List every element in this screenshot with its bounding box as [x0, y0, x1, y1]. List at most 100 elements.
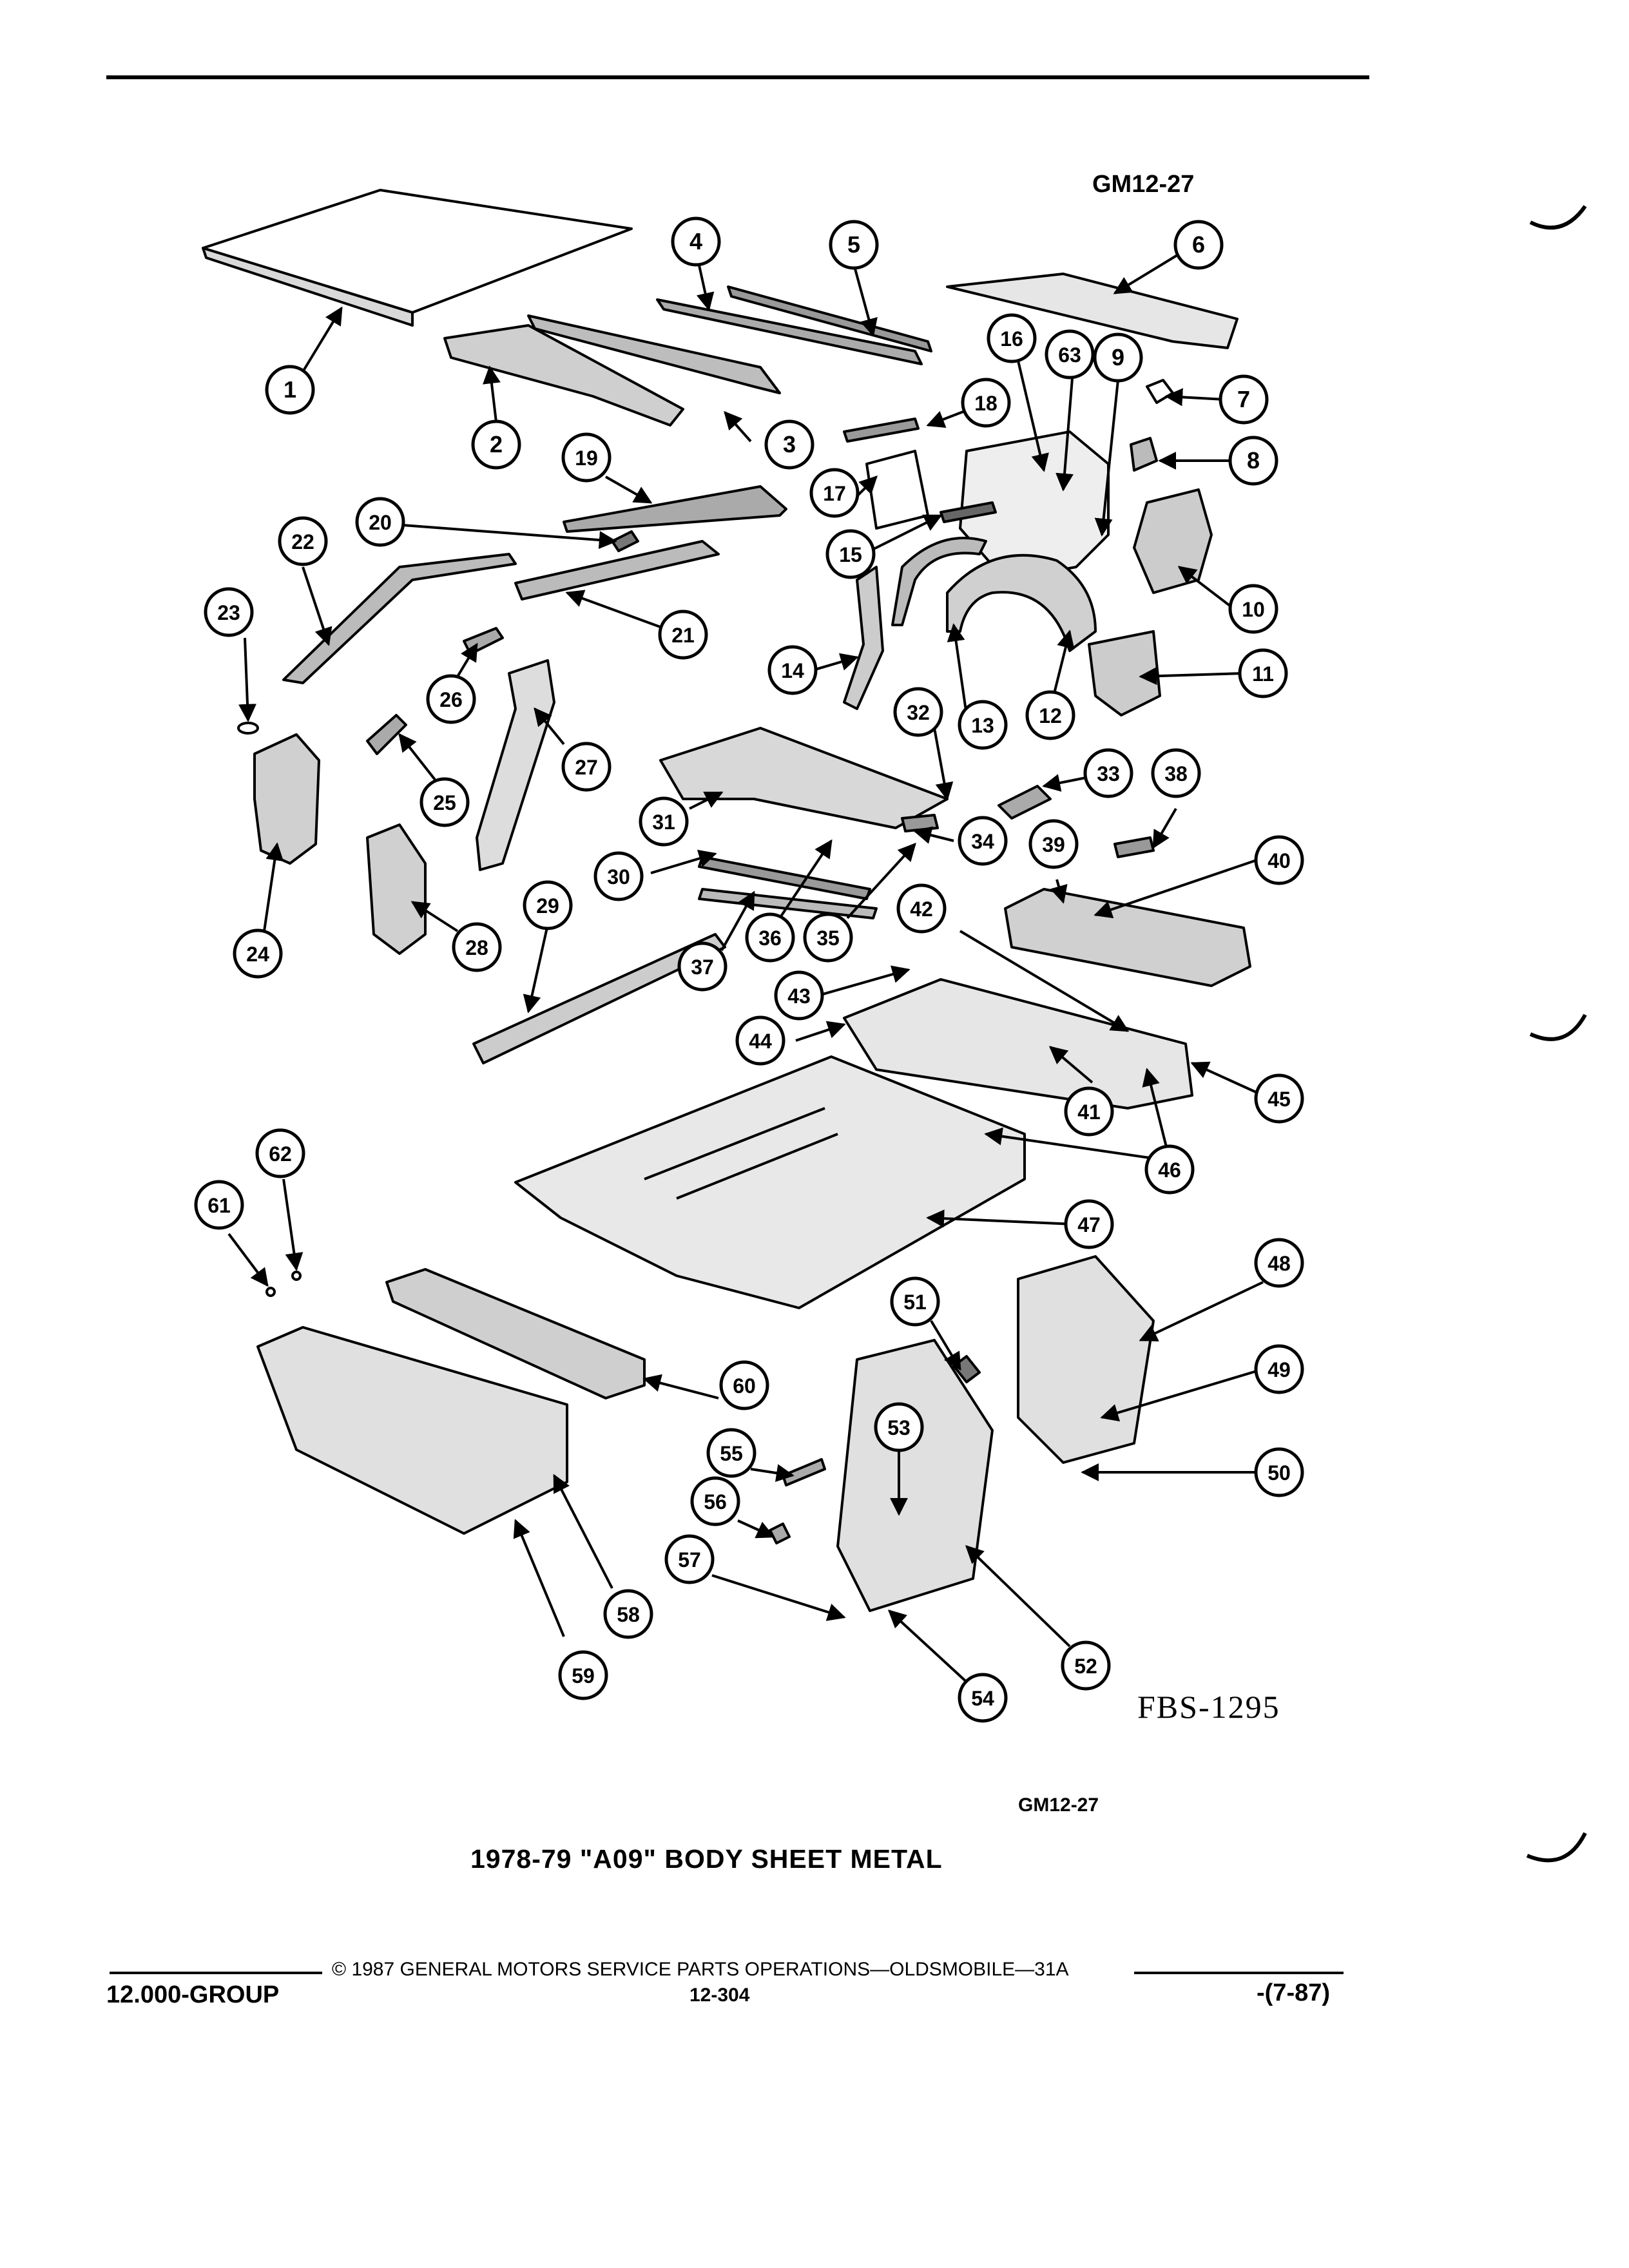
callout-circle	[1025, 690, 1075, 740]
callout-63: 63	[1045, 329, 1095, 380]
callout-label: 42	[910, 898, 933, 921]
callout-18: 18	[961, 378, 1011, 428]
callout-49: 49	[1254, 1344, 1304, 1394]
callout-label: 10	[1242, 598, 1265, 621]
callout-label: 25	[433, 791, 456, 814]
callout-circle	[355, 497, 405, 547]
callout-label: 1	[284, 376, 296, 403]
callout-label: 13	[971, 714, 994, 737]
callout-label: 45	[1268, 1088, 1291, 1111]
callout-circle	[255, 1128, 305, 1178]
callout-label: 51	[903, 1291, 927, 1314]
callout-38: 38	[1151, 748, 1201, 798]
callout-circle	[735, 1015, 786, 1066]
callout-54: 54	[958, 1673, 1008, 1723]
callout-circle	[764, 419, 815, 470]
callout-20: 20	[355, 497, 405, 547]
callout-label: 49	[1268, 1358, 1291, 1381]
callout-label: 40	[1268, 849, 1291, 872]
callout-3: 3	[764, 419, 815, 470]
callout-7: 7	[1219, 374, 1269, 425]
callout-label: 47	[1077, 1213, 1101, 1236]
callout-circle	[1254, 1073, 1304, 1124]
punch-mark	[1526, 1832, 1587, 1863]
callout-circle	[603, 1589, 653, 1639]
callout-circle	[561, 742, 612, 792]
callout-label: 61	[207, 1194, 231, 1217]
callout-circle	[265, 365, 315, 415]
callout-label: 43	[787, 985, 811, 1008]
callout-circle	[677, 941, 728, 992]
callout-40: 40	[1254, 835, 1304, 885]
callout-14: 14	[767, 645, 818, 695]
callout-30: 30	[593, 851, 644, 901]
callout-circle	[1093, 332, 1143, 383]
callout-25: 25	[419, 777, 470, 827]
callout-label: 39	[1042, 833, 1065, 856]
callout-31: 31	[639, 796, 689, 847]
callout-circle	[961, 378, 1011, 428]
callout-24: 24	[233, 928, 283, 979]
callout-label: 29	[536, 894, 559, 918]
callout-circle	[194, 1180, 244, 1230]
callout-label: 53	[887, 1416, 911, 1439]
callout-11: 11	[1238, 648, 1288, 698]
callout-label: 60	[733, 1374, 756, 1398]
callout-label: 8	[1247, 447, 1260, 474]
illustration-code: FBS-1295	[1137, 1689, 1280, 1725]
callout-29: 29	[523, 880, 573, 930]
callout-label: 44	[749, 1030, 772, 1053]
callout-circle	[1151, 748, 1201, 798]
callout-circle	[803, 912, 853, 963]
callout-label: 22	[291, 530, 314, 553]
punch-mark	[1529, 205, 1587, 230]
callout-circle	[958, 1673, 1008, 1723]
callout-circle	[558, 1650, 608, 1700]
callout-circle	[664, 1534, 715, 1584]
callout-13: 13	[958, 700, 1008, 750]
callout-circle	[825, 529, 876, 579]
callout-47: 47	[1064, 1199, 1114, 1249]
footer-revision: -(7-87)	[1257, 1979, 1331, 2006]
callout-circle	[829, 220, 879, 270]
callout-circle	[639, 796, 689, 847]
callout-circle	[719, 1360, 769, 1410]
callout-circle	[745, 912, 795, 963]
callout-label: 15	[839, 543, 862, 566]
callout-circle	[1254, 1447, 1304, 1497]
callout-15: 15	[825, 529, 876, 579]
callout-label: 23	[217, 601, 240, 624]
callout-circle	[1144, 1144, 1195, 1195]
callout-label: 24	[246, 943, 269, 966]
callout-label: 26	[439, 688, 463, 711]
callout-label: 57	[678, 1548, 701, 1571]
callout-label: 17	[823, 482, 846, 505]
callout-9: 9	[1093, 332, 1143, 383]
callout-4: 4	[671, 216, 721, 267]
callout-label: 28	[465, 936, 488, 959]
callout-label: 34	[971, 830, 994, 853]
callout-33: 33	[1083, 748, 1133, 798]
callout-label: 9	[1112, 344, 1124, 370]
callout-circle	[1045, 329, 1095, 380]
callout-22: 22	[278, 516, 328, 566]
callout-62: 62	[255, 1128, 305, 1178]
callout-label: 58	[617, 1603, 640, 1626]
callout-48: 48	[1254, 1238, 1304, 1288]
callout-circle	[1228, 584, 1278, 634]
callout-circle	[1254, 835, 1304, 885]
footer-copyright: © 1987 GENERAL MOTORS SERVICE PARTS OPER…	[332, 1959, 1069, 1980]
callout-1: 1	[265, 365, 315, 415]
callout-19: 19	[561, 432, 612, 483]
figure-code-top: GM12-27	[1092, 171, 1195, 198]
callout-circle	[1028, 819, 1079, 869]
callout-59: 59	[558, 1650, 608, 1700]
callout-label: 30	[607, 865, 630, 889]
callout-50: 50	[1254, 1447, 1304, 1497]
callout-circle	[893, 687, 943, 737]
callout-label: 27	[575, 756, 598, 779]
callout-circle	[1228, 436, 1278, 486]
punch-mark	[1529, 1014, 1587, 1041]
